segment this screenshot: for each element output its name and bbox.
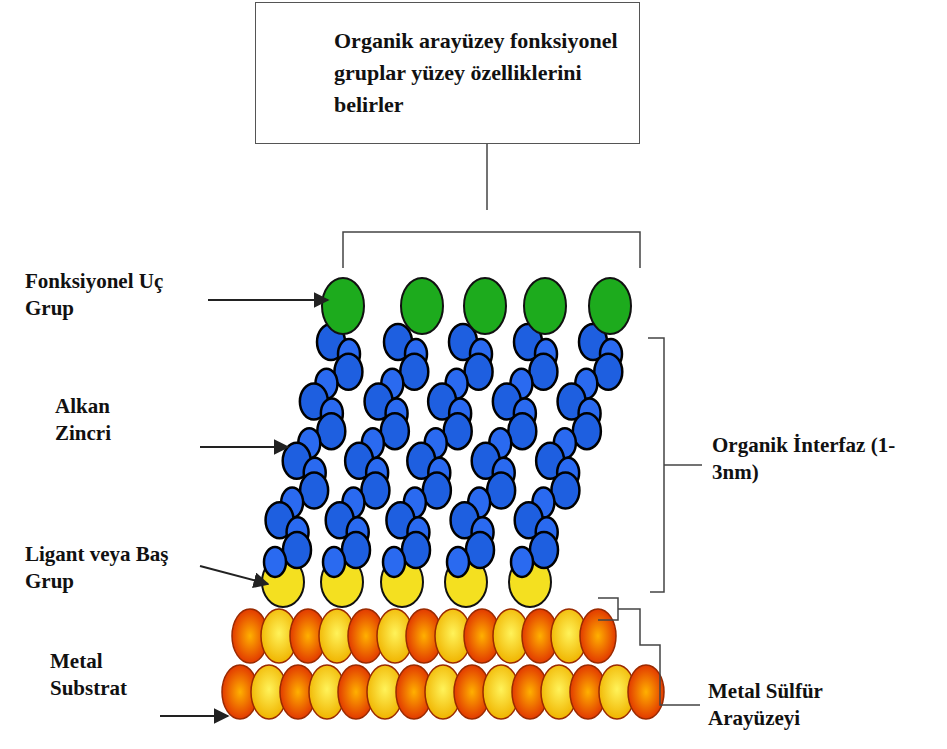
metal-atom (628, 665, 664, 719)
hydrogen-atom (264, 547, 286, 577)
part-label: Fonksiyonel Uç Grup (25, 268, 175, 323)
note-text: Organik arayüzey fonksiyonel gruplar yüz… (334, 25, 621, 121)
part-label: Metal Sülfür Arayüzeyi (708, 678, 868, 733)
metal-atom (580, 609, 616, 663)
part-label: Organik İnterfaz (1-3nm) (712, 432, 912, 487)
hydrogen-atom (447, 547, 469, 577)
end-group (524, 278, 566, 334)
brackets (343, 132, 702, 705)
end-group (401, 278, 443, 334)
part-label: Metal Substrat (50, 648, 155, 703)
note-box: Organik arayüzey fonksiyonel gruplar yüz… (255, 2, 640, 144)
part-label: Alkan Zincri (55, 393, 165, 448)
end-group (322, 278, 364, 334)
part-label: Ligant veya Baş Grup (25, 541, 175, 596)
hydrogen-atom (511, 547, 533, 577)
end-group (589, 278, 631, 334)
end-group (464, 278, 506, 334)
hydrogen-atom (383, 547, 405, 577)
leader-arrows (160, 300, 328, 716)
hydrogen-atom (323, 547, 345, 577)
